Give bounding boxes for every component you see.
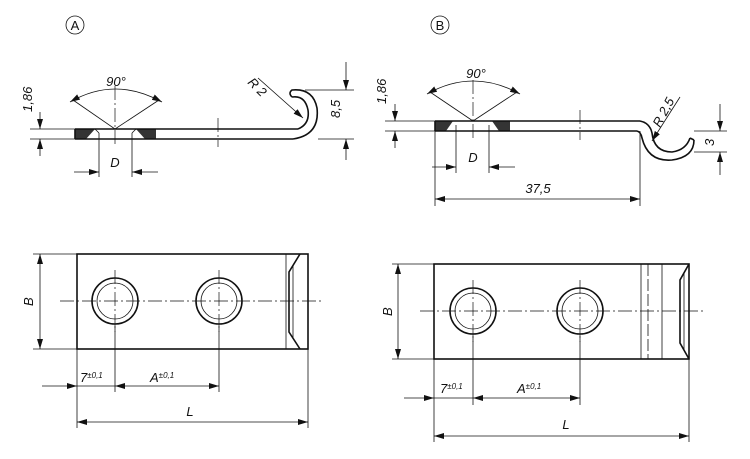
view-a-length-dimension: L: [77, 349, 309, 428]
view-b-offset-pitch-dimension: 7±0,1 A±0,1: [404, 336, 581, 442]
view-b-offset-label: 7±0,1: [440, 381, 463, 396]
view-a-plan: [60, 253, 322, 350]
svg-text:90°: 90°: [106, 74, 126, 89]
svg-text:1,86: 1,86: [20, 86, 35, 112]
svg-text:8,5: 8,5: [328, 99, 343, 118]
svg-text:L: L: [186, 404, 193, 419]
view-a-offset-pitch-dimension: 7±0,1 A±0,1: [42, 326, 220, 428]
view-b-span-dimension: 37,5: [434, 131, 641, 206]
view-b: B 90° 1,86: [374, 15, 727, 442]
svg-text:37,5: 37,5: [525, 181, 551, 196]
svg-text:B: B: [380, 307, 395, 316]
svg-text:3: 3: [702, 138, 717, 146]
view-a-height-dimension: 8,5: [305, 62, 354, 160]
view-a-width-dimension: B: [21, 253, 77, 350]
svg-text:A: A: [71, 18, 80, 33]
view-b-marker: B: [430, 15, 450, 35]
view-a-hole-dimension: D: [74, 139, 158, 177]
view-b-length-dimension: L: [434, 359, 690, 442]
svg-text:R 2,5: R 2,5: [649, 94, 677, 129]
view-b-pitch-label: A±0,1: [516, 381, 541, 396]
view-b-radius-dimension: R 2,5: [649, 94, 681, 142]
view-b-hole-dimension: D: [432, 131, 515, 173]
svg-text:B: B: [21, 297, 36, 306]
view-a-side-section: [74, 86, 319, 147]
svg-text:1,86: 1,86: [374, 78, 389, 104]
view-a-offset-label: 7±0,1: [80, 370, 103, 385]
view-a-thickness-dimension: 1,86: [20, 86, 75, 156]
view-b-angle-dimension: 90°: [426, 66, 521, 122]
svg-text:90°: 90°: [466, 66, 486, 81]
view-b-plan: [420, 263, 704, 360]
svg-text:L: L: [562, 417, 569, 432]
view-a-angle-dimension: 90°: [69, 74, 163, 130]
view-a-pitch-label: A±0,1: [149, 370, 174, 385]
svg-text:B: B: [436, 18, 445, 33]
svg-text:D: D: [468, 150, 477, 165]
svg-text:R 2: R 2: [245, 75, 270, 100]
view-b-thickness-dimension: 1,86: [374, 78, 435, 148]
view-a-marker: A: [65, 15, 85, 35]
view-b-height-dimension: 3: [694, 104, 727, 175]
view-b-side-section: [434, 80, 695, 161]
view-a: A 90°: [20, 15, 354, 428]
view-b-width-dimension: B: [380, 263, 434, 360]
svg-text:D: D: [110, 155, 119, 170]
